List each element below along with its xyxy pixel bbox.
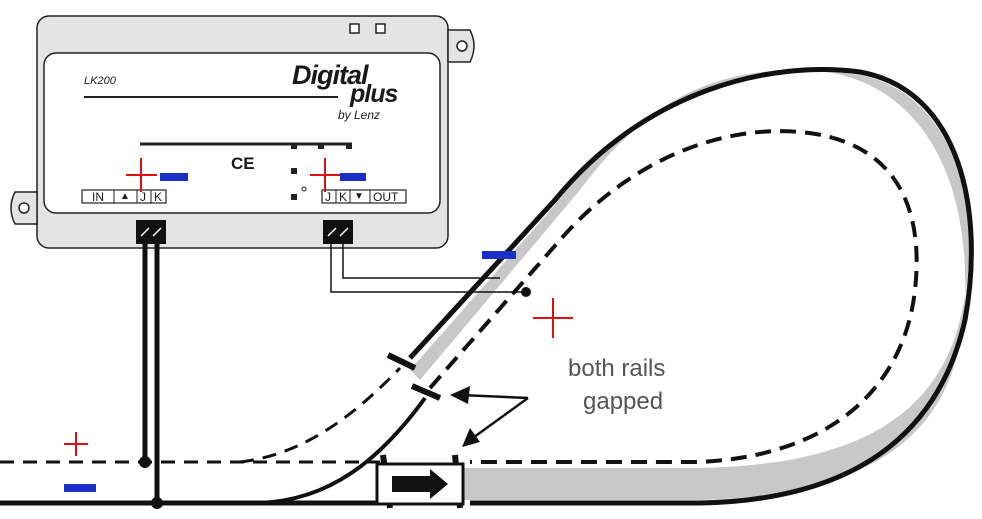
right-terminal-strip (321, 189, 407, 204)
reversing-loop-track (408, 67, 974, 506)
led-indicator (349, 23, 360, 34)
minus-sign-icon (160, 173, 188, 181)
terminal-label-j: J (325, 190, 331, 204)
led-indicator (375, 23, 386, 34)
terminal-label-k: K (339, 190, 348, 204)
arrow-right-icon (450, 386, 529, 447)
brand-byline: by Lenz (338, 108, 381, 122)
terminal-label-in: IN (92, 190, 104, 204)
brand-digital: Digital (292, 60, 369, 90)
right-screw-terminal (323, 220, 353, 244)
minus-sign-icon (64, 484, 96, 492)
left-screw-terminal (136, 220, 166, 244)
terminal-label-out: OUT (373, 190, 399, 204)
left-terminal-strip (81, 189, 167, 204)
model-label: LK200 (84, 75, 116, 87)
train-icon (375, 462, 465, 506)
terminal-label-down: ▼ (354, 191, 364, 202)
plus-sign-icon (533, 298, 573, 338)
feeder-wires (139, 244, 531, 509)
terminal-label-j: J (140, 190, 146, 204)
main-line-track (0, 366, 427, 506)
gap-note-line1: both rails (568, 355, 666, 382)
minus-sign-icon (482, 251, 516, 259)
plus-sign-icon (126, 158, 157, 192)
plus-sign-icon (310, 158, 340, 192)
mounting-hole-icon (447, 29, 475, 63)
gap-note-line2: gapped (583, 388, 664, 415)
mounting-hole-icon (10, 191, 38, 225)
lk200-module (10, 15, 475, 249)
terminal-label-k: K (154, 190, 163, 204)
plus-sign-icon (64, 432, 88, 456)
minus-sign-icon (340, 173, 366, 181)
brand-plus: plus (350, 80, 398, 108)
terminal-label-up: ▲ (120, 191, 130, 202)
ce-mark: CE (231, 154, 255, 173)
